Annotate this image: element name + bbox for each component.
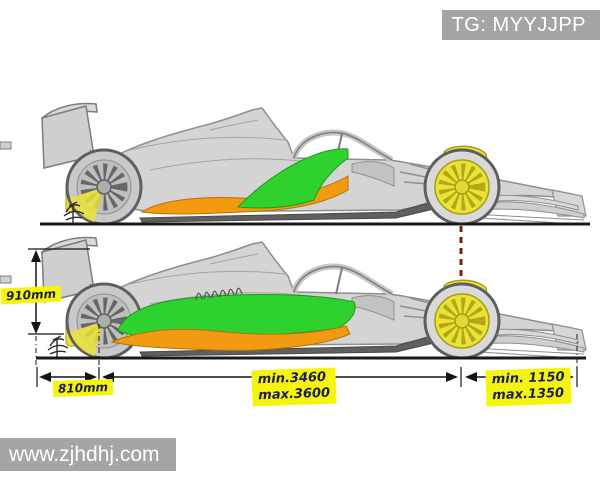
car-top-green-highlight bbox=[236, 148, 349, 209]
car-top bbox=[0, 104, 590, 224]
label-rear-overhang: 810mm bbox=[52, 378, 114, 398]
car-bottom-orange-highlight bbox=[110, 325, 351, 351]
label-front-overhang: min. 1150 max.1350 bbox=[485, 367, 572, 407]
jack-marker-bottom bbox=[47, 335, 69, 359]
website-badge-text: www.zjhdhj.com bbox=[9, 442, 160, 466]
label-front-overhang-max: max.1350 bbox=[492, 385, 565, 404]
telegram-badge-text: TG: MYYJJPP bbox=[451, 13, 586, 36]
label-wheelbase: min.3460 max.3600 bbox=[251, 367, 337, 407]
label-rear-wing-height: 910mm bbox=[0, 285, 62, 305]
telegram-badge: TG: MYYJJPP bbox=[441, 10, 600, 40]
label-wheelbase-max: max.3600 bbox=[258, 385, 331, 404]
cooling-louvres bbox=[195, 287, 243, 301]
website-badge: www.zjhdhj.com bbox=[0, 438, 176, 471]
car-bottom bbox=[0, 238, 586, 358]
